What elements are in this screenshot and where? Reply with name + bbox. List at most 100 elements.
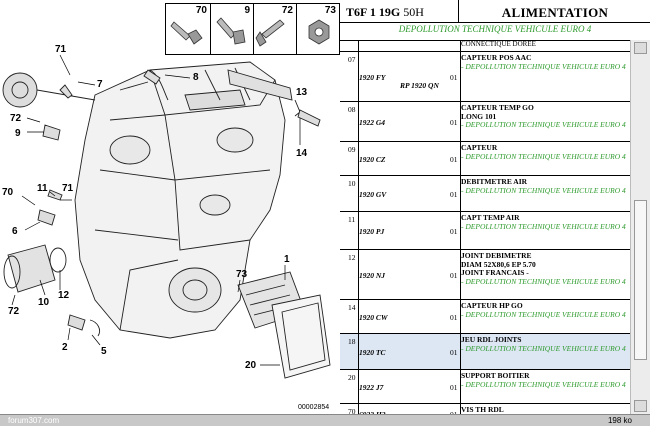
part-title: CAPTEUR HP GO: [461, 301, 523, 310]
quantity: 01: [450, 313, 458, 322]
bolt-cell-72: 72: [254, 4, 297, 54]
quantity: 01: [450, 155, 458, 164]
row-number: 14: [348, 303, 356, 312]
callout-1: 1: [284, 254, 290, 265]
vertical-scrollbar[interactable]: [630, 40, 650, 414]
part-application: - DEPOLLUTION TECHNIQUE VEHICULE EURO 4: [461, 309, 626, 319]
part-title: CAPTEUR: [461, 143, 498, 152]
row-number: 09: [348, 145, 356, 154]
part-description: DEBITMETRE AIR- DEPOLLUTION TECHNIQUE VE…: [461, 177, 630, 195]
part-title: JOINT DEBIMETRE DIAM 52X80,6 EP 5.70 JOI…: [461, 251, 536, 277]
header-divider: [458, 0, 459, 22]
row-number: 70: [348, 407, 356, 414]
bolt-cell-9: 9: [211, 4, 254, 54]
parts-code-bold: T6F 1 19G: [346, 5, 401, 19]
column-divider: [358, 40, 359, 414]
scroll-thumb[interactable]: [634, 200, 647, 360]
part-title: CAPTEUR POS AAC: [461, 53, 532, 62]
bolt-70-icon: [170, 21, 203, 45]
header-rule: [340, 22, 650, 23]
parts-list-panel: T6F 1 19G 50H ALIMENTATION DEPOLLUTION T…: [340, 0, 650, 426]
quantity: 01: [450, 271, 458, 280]
quantity: 01: [450, 348, 458, 357]
part-application: - DEPOLLUTION TECHNIQUE VEHICULE EURO 4: [461, 120, 626, 129]
bolt-number: 70: [195, 5, 207, 16]
callout-71-b: 71: [62, 183, 74, 194]
bolt-cell-70: 70: [166, 4, 211, 54]
callout-12: 12: [58, 290, 70, 301]
engine-drawing: [2, 54, 331, 379]
callout-72: 72: [10, 113, 22, 124]
row-number: 10: [348, 179, 356, 188]
callout-73: 73: [236, 269, 248, 280]
bolt-number: 9: [244, 5, 250, 16]
quantity: 01: [450, 118, 458, 127]
callout-20: 20: [245, 360, 257, 371]
part-description: VIS TH RDL DIAM 6X100-25: [461, 405, 630, 414]
part-application: - DEPOLLUTION TECHNIQUE VEHICULE EURO 4: [461, 221, 626, 231]
part-application: - DEPOLLUTION TECHNIQUE VEHICULE EURO 4: [461, 276, 626, 286]
row-number: 11: [348, 215, 356, 224]
row-number: 08: [348, 105, 356, 114]
part-title: CAPT TEMP AIR: [461, 213, 520, 222]
scroll-up-icon[interactable]: [634, 42, 647, 54]
part-reference: 1922 J7: [359, 383, 384, 392]
bolt-legend-table: 70 9 72 73: [165, 3, 340, 55]
table-row[interactable]: 706922 H201VIS TH RDL DIAM 6X100-25: [340, 404, 630, 414]
quantity: 01: [450, 383, 458, 392]
part-reference: 1920 CZ: [359, 155, 386, 164]
part-reference: 1920 PJ: [359, 227, 385, 236]
engine-exploded-diagram: 70 9 72 73 71 7 8 72 9 70 11 71 6 13 14 …: [2, 3, 340, 411]
section-subtitle: DEPOLLUTION TECHNIQUE VEHICULE EURO 4: [398, 24, 592, 34]
parts-code: T6F 1 19G 50H: [346, 5, 424, 20]
quantity: 01: [450, 227, 458, 236]
callout-7: 7: [97, 79, 103, 90]
part-reference: 1920 TC: [359, 348, 386, 357]
part-application: - DEPOLLUTION TECHNIQUE VEHICULE EURO 4: [461, 185, 626, 195]
scroll-down-icon[interactable]: [634, 400, 647, 412]
part-reference: 1920 NJ: [359, 271, 386, 280]
row-number: 12: [348, 253, 356, 262]
callout-13: 13: [296, 87, 308, 98]
replacement-reference: RP 1920 QN: [400, 81, 439, 90]
callout-14: 14: [296, 148, 308, 159]
part-description: JEU RDL JOINTS- DEPOLLUTION TECHNIQUE VE…: [461, 335, 630, 353]
part-description: CAPTEUR TEMP GO LONG 101- DEPOLLUTION TE…: [461, 103, 630, 130]
callout-71: 71: [55, 44, 67, 55]
bolt-cell-73: 73: [297, 4, 339, 54]
drawing-code: 00002854: [298, 404, 330, 411]
file-size: 198 ko: [607, 416, 632, 425]
callout-10: 10: [38, 297, 50, 308]
section-title: ALIMENTATION: [501, 5, 609, 20]
part-reference: 1920 FY: [359, 73, 386, 82]
part-reference: 1922 G4: [359, 118, 386, 127]
list-item-partial[interactable]: CONNECTIQUE DOREE: [340, 40, 630, 52]
part-reference: 6922 H2: [359, 410, 385, 414]
part-description: CAPTEUR POS AAC- DEPOLLUTION TECHNIQUE V…: [461, 53, 630, 71]
part-description: SUPPORT BOITIER- DEPOLLUTION TECHNIQUE V…: [461, 371, 630, 389]
status-bar: forum307.com 198 ko: [0, 414, 650, 426]
nut-73-icon: [308, 19, 330, 45]
part-title: JEU RDL JOINTS: [461, 335, 522, 344]
bolt-number: 73: [324, 5, 336, 16]
part-title: DEBITMETRE AIR: [461, 177, 528, 186]
part-title: SUPPORT BOITIER: [461, 371, 530, 380]
part-description: CAPTEUR- DEPOLLUTION TECHNIQUE VEHICULE …: [461, 143, 630, 161]
partial-label: CONNECTIQUE DOREE: [461, 40, 536, 48]
part-application: - DEPOLLUTION TECHNIQUE VEHICULE EURO 4: [461, 61, 626, 71]
bolt-number: 72: [281, 5, 293, 16]
callout-70: 70: [2, 187, 14, 198]
parts-header: T6F 1 19G 50H ALIMENTATION DEPOLLUTION T…: [340, 0, 650, 41]
part-application: - DEPOLLUTION TECHNIQUE VEHICULE EURO 4: [461, 379, 626, 389]
part-application: - DEPOLLUTION TECHNIQUE VEHICULE EURO 4: [461, 151, 626, 161]
